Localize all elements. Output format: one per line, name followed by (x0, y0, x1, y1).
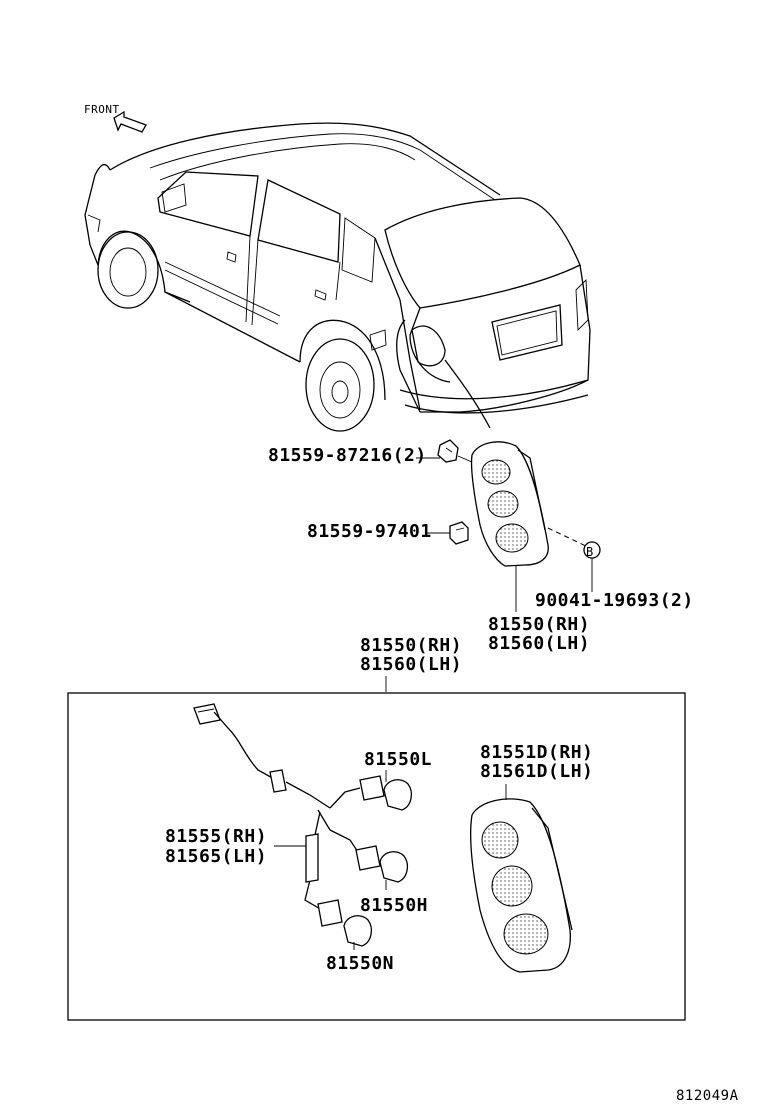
socket-l-part (359, 775, 413, 811)
label-socket-h: 81550H (360, 895, 429, 916)
front-arrow-icon (113, 110, 147, 133)
lens-part (470, 798, 573, 973)
tail-lamp-assy (470, 441, 549, 567)
socket-n-part (317, 899, 373, 947)
label-lamp-assy-lh: 81560(LH) (488, 633, 591, 654)
front-label: FRONT (84, 103, 120, 116)
callout-b: B (586, 545, 594, 559)
label-box-title-lh: 81560(LH) (360, 654, 463, 675)
label-lens-rh: 81551D(RH) (480, 742, 594, 763)
clip-lower-part (449, 521, 469, 545)
vehicle-illustration (84, 122, 591, 432)
wire-harness (193, 703, 361, 911)
figure-code: 812049A (676, 1088, 739, 1104)
label-clip-lower: 81559-97401 (307, 521, 432, 542)
label-lamp-assy-rh: 81550(RH) (488, 614, 591, 635)
socket-h-part (355, 845, 409, 883)
label-socket-n: 81550N (326, 953, 395, 974)
label-box-title-rh: 81550(RH) (360, 635, 463, 656)
detail-box (67, 692, 686, 1021)
label-screw: 90041-19693(2) (535, 590, 694, 611)
clip-upper-part (437, 439, 459, 463)
label-wire-rh: 81555(RH) (165, 826, 268, 847)
label-lens-lh: 81561D(LH) (480, 761, 594, 782)
label-wire-lh: 81565(LH) (165, 846, 268, 867)
label-socket-l: 81550L (364, 749, 433, 770)
label-clip-upper: 81559-87216(2) (268, 445, 427, 466)
